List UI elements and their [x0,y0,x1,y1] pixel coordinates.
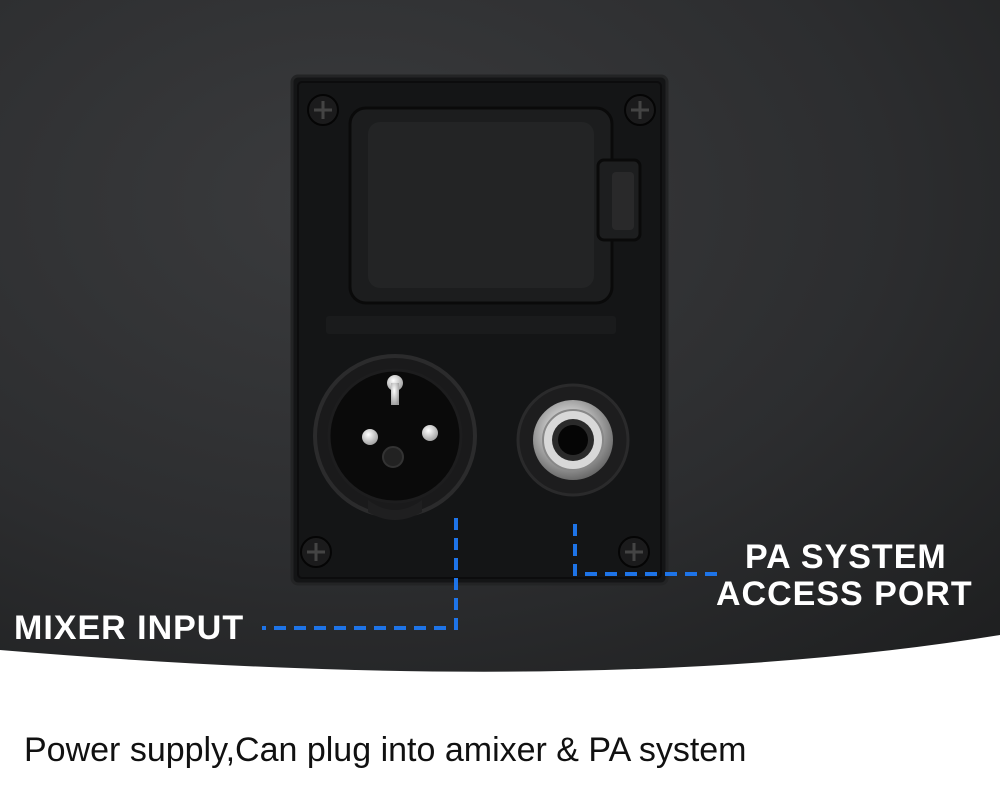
battery-cover [348,106,642,305]
jack-socket [516,383,630,497]
embossed-marking [326,316,616,334]
mixer-leader-line [262,518,458,630]
caption-text: Power supply,Can plug into amixer & PA s… [24,731,747,769]
screw-icon [618,536,650,568]
screw-icon [307,94,339,126]
xlr-connector [313,354,477,520]
mixer-input-label: MIXER INPUT [14,609,245,647]
screw-icon [300,536,332,568]
pa-leader-line [573,524,725,576]
connector-panel [290,74,669,586]
screw-icon [624,94,656,126]
pa-system-label: PA SYSTEM [745,538,947,576]
access-port-label: ACCESS PORT [716,575,973,613]
leader-lines [262,518,725,630]
